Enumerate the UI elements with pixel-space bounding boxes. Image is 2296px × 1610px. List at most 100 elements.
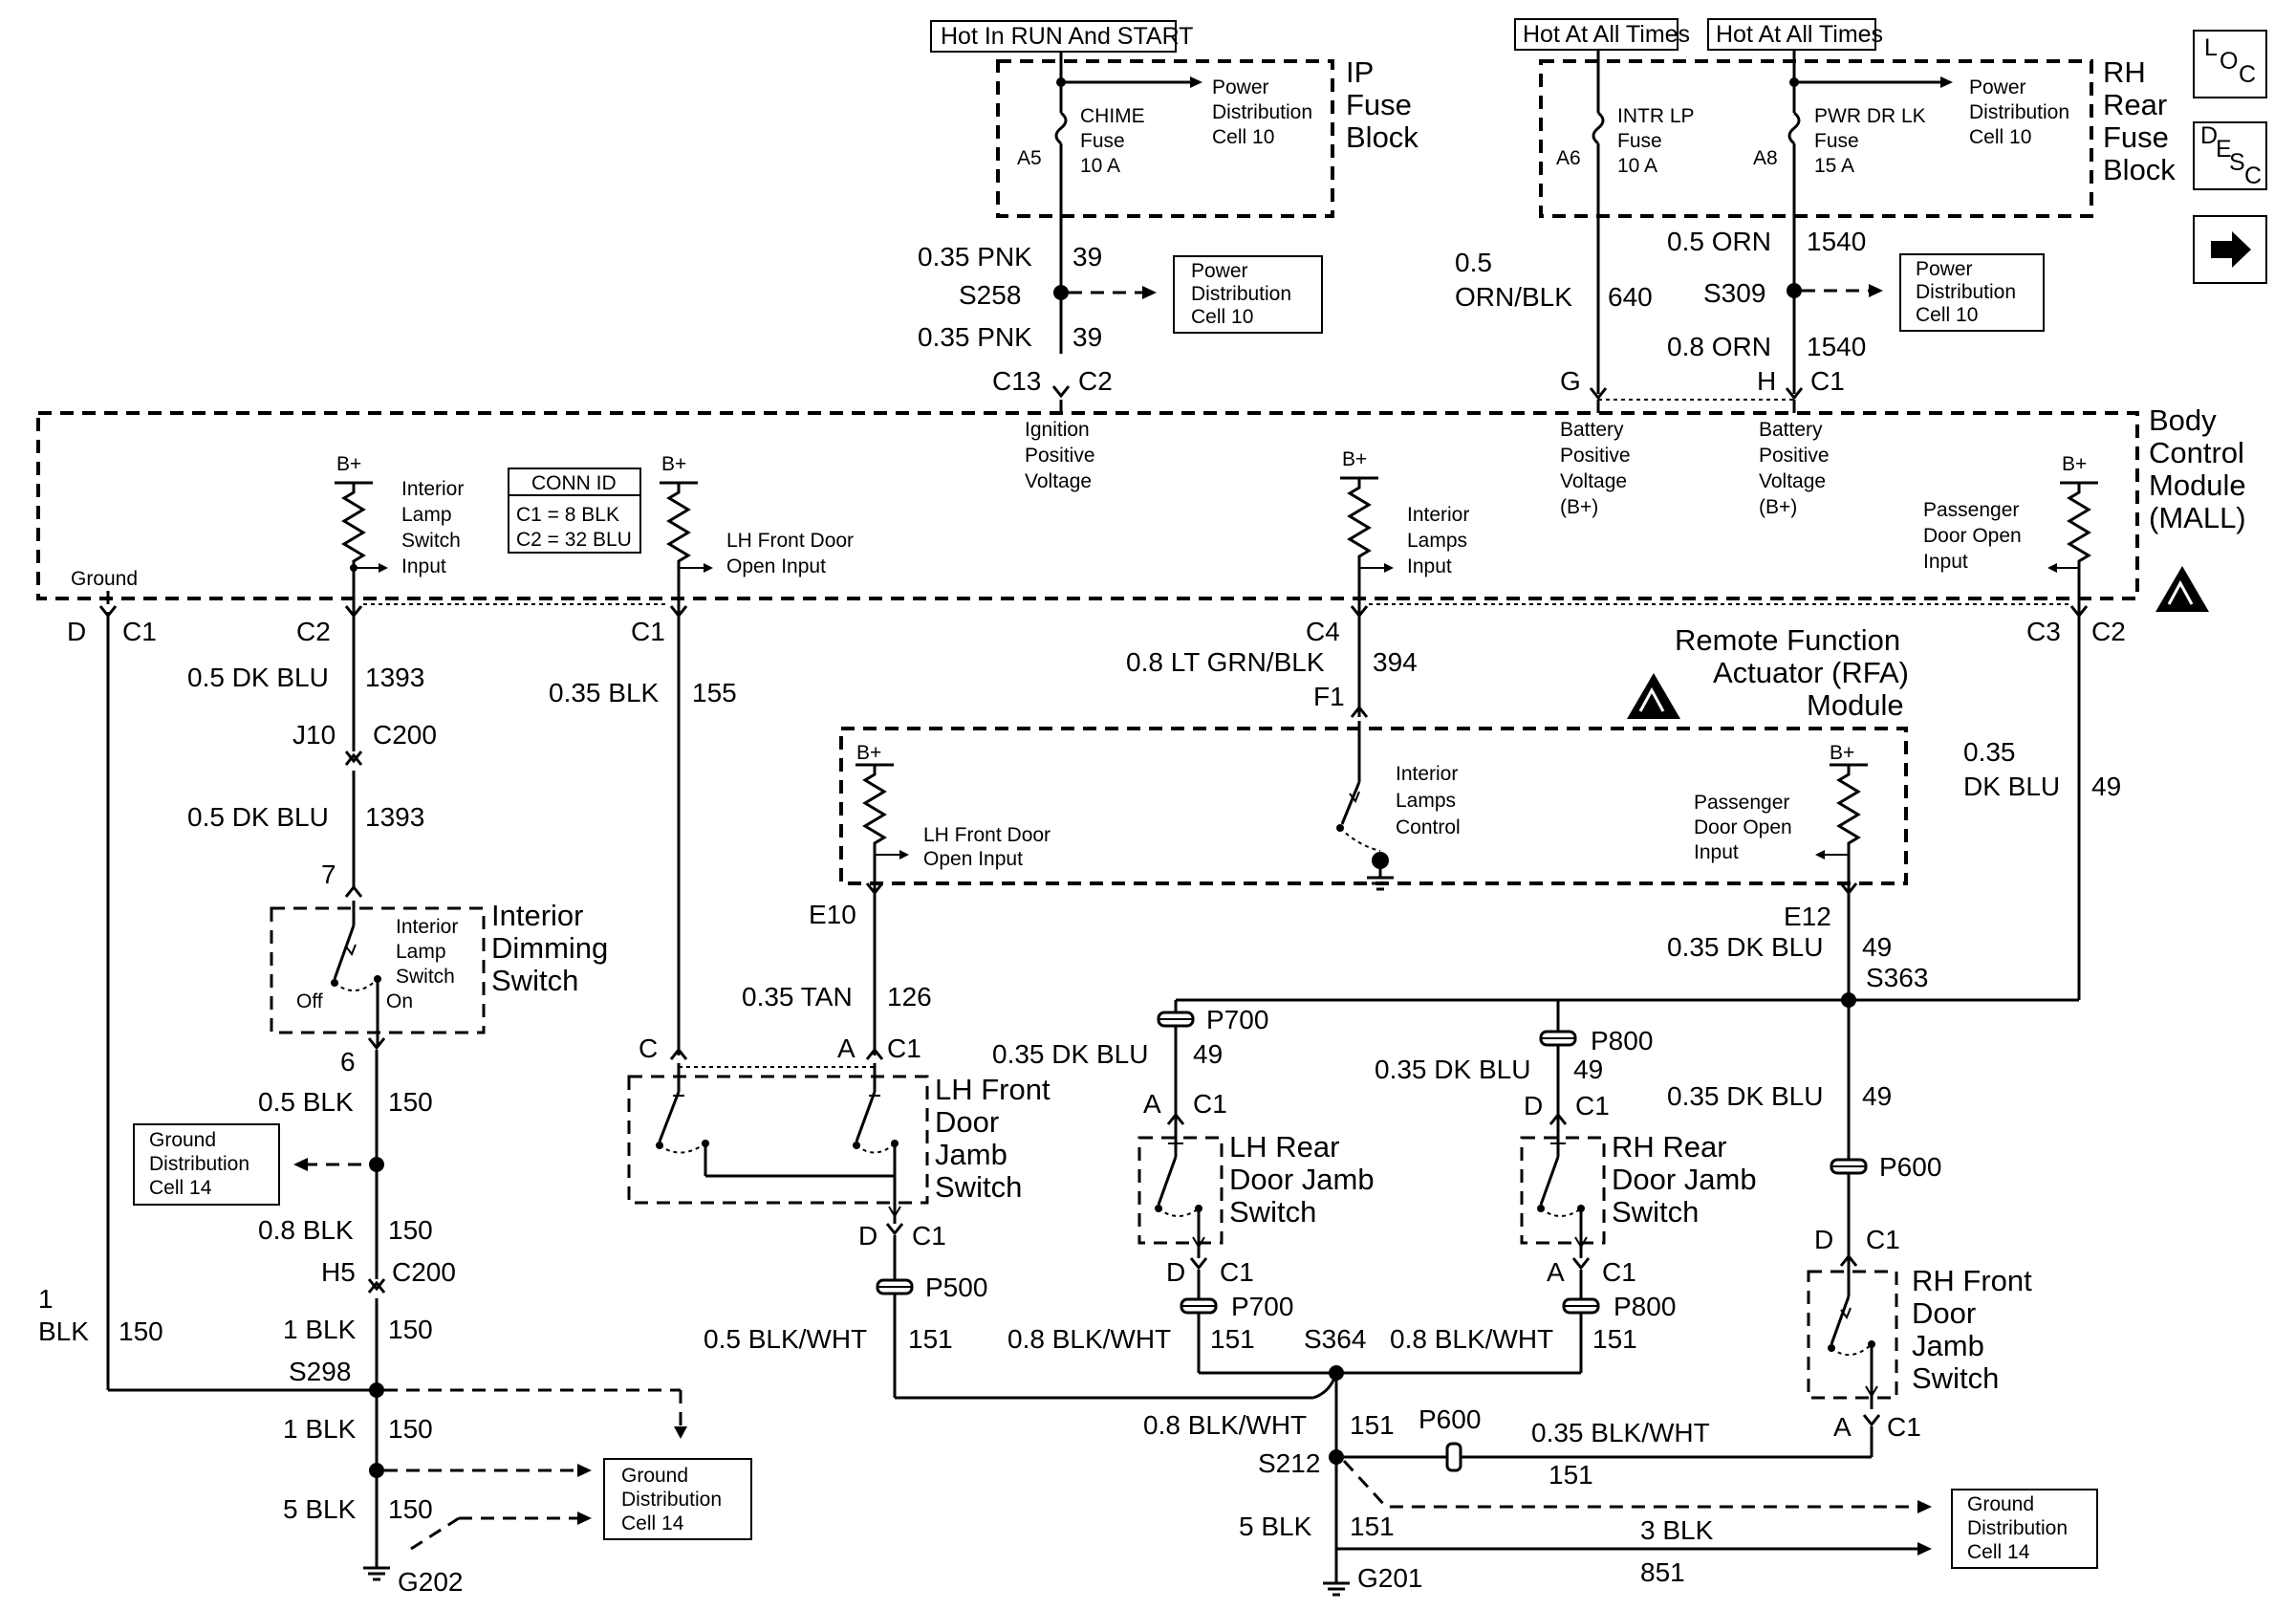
svg-text:Positive: Positive	[1759, 445, 1830, 467]
svg-text:D: D	[1524, 1091, 1543, 1120]
battery-circuit: 0.5 ORN/BLK 640 0.5 ORN 1540 S309 Power …	[1455, 227, 2045, 401]
svg-text:B+: B+	[661, 453, 686, 475]
svg-text:G202: G202	[398, 1567, 464, 1597]
svg-text:Rear: Rear	[2103, 88, 2167, 121]
svg-text:1393: 1393	[365, 663, 424, 692]
hot-all-times-label-2: Hot At All Times	[1707, 18, 1883, 51]
svg-text:P700: P700	[1231, 1292, 1293, 1321]
svg-text:P600: P600	[1879, 1152, 1941, 1182]
svg-text:0.5 BLK/WHT: 0.5 BLK/WHT	[704, 1324, 867, 1354]
svg-text:S298: S298	[289, 1357, 351, 1386]
svg-text:Lamps: Lamps	[1407, 530, 1467, 552]
svg-text:Module: Module	[1807, 688, 1904, 722]
svg-text:Interior: Interior	[396, 916, 458, 938]
rfa-module: Remote Function Actuator (RFA) Module B+…	[839, 623, 1909, 891]
svg-text:C200: C200	[373, 720, 437, 750]
svg-text:A: A	[837, 1033, 856, 1063]
svg-text:C2: C2	[2091, 617, 2126, 646]
svg-text:0.5 BLK: 0.5 BLK	[258, 1087, 354, 1117]
svg-text:A: A	[1547, 1257, 1565, 1287]
svg-text:C1: C1	[887, 1033, 921, 1063]
svg-text:Module: Module	[2149, 468, 2246, 502]
svg-text:LH Rear: LH Rear	[1229, 1130, 1339, 1164]
svg-text:Switch: Switch	[1612, 1195, 1699, 1229]
svg-text:A6: A6	[1556, 147, 1581, 169]
svg-text:Fuse: Fuse	[1617, 130, 1662, 152]
svg-text:Door Open: Door Open	[1923, 525, 2022, 547]
svg-text:Passenger: Passenger	[1694, 792, 1789, 814]
svg-text:Open Input: Open Input	[923, 848, 1023, 870]
svg-text:150: 150	[388, 1315, 433, 1344]
svg-text:Lamp: Lamp	[396, 941, 446, 963]
svg-text:5 BLK: 5 BLK	[283, 1494, 357, 1524]
svg-text:D: D	[1814, 1225, 1833, 1254]
svg-text:LH Front: LH Front	[935, 1073, 1051, 1106]
svg-text:Interior: Interior	[1396, 763, 1458, 785]
svg-text:Ground: Ground	[71, 568, 138, 590]
svg-text:Fuse: Fuse	[1346, 88, 1412, 121]
svg-text:C1: C1	[1602, 1257, 1636, 1287]
rh-rear-fuse-block: INTR LP Fuse 10 A A6 PWR DR LK Fuse 15 A…	[1539, 50, 2176, 394]
svg-text:C1: C1	[1193, 1089, 1227, 1119]
ground-g202-icon	[361, 1566, 392, 1581]
svg-text:P700: P700	[1206, 1005, 1268, 1034]
svg-text:1393: 1393	[365, 802, 424, 832]
pwr-dr-lk-fuse-icon	[1787, 111, 1801, 145]
svg-text:C1: C1	[1866, 1225, 1900, 1254]
svg-text:Distribution: Distribution	[621, 1489, 722, 1511]
next-page-button[interactable]	[2193, 215, 2267, 284]
svg-text:Switch: Switch	[396, 966, 455, 988]
svg-text:Door Jamb: Door Jamb	[1229, 1163, 1375, 1196]
desc-button[interactable]: D E S C	[2193, 121, 2267, 190]
svg-text:C13: C13	[992, 366, 1041, 396]
svg-text:1 BLK: 1 BLK	[283, 1315, 357, 1344]
svg-text:0.8 BLK/WHT: 0.8 BLK/WHT	[1390, 1324, 1553, 1354]
svg-text:126: 126	[887, 982, 932, 1012]
hot-run-start-label: Hot In RUN And START	[930, 20, 1193, 53]
body-control-module: Body Control Module (MALL) Ground B+ Int…	[36, 400, 2246, 614]
svg-text:Door: Door	[1912, 1296, 1976, 1330]
svg-text:H: H	[1757, 366, 1776, 396]
svg-text:150: 150	[119, 1316, 163, 1346]
svg-text:Door Jamb: Door Jamb	[1612, 1163, 1757, 1196]
svg-text:S212: S212	[1258, 1448, 1320, 1478]
svg-text:Jamb: Jamb	[935, 1138, 1007, 1171]
svg-text:150: 150	[388, 1494, 433, 1524]
arrow-right-icon	[2211, 231, 2251, 268]
svg-text:0.5 DK BLU: 0.5 DK BLU	[187, 663, 329, 692]
svg-text:Hot At All Times: Hot At All Times	[1716, 21, 1883, 48]
svg-text:RH Front: RH Front	[1912, 1264, 2032, 1297]
svg-text:Cell 10: Cell 10	[1212, 126, 1274, 148]
svg-text:Cell 14: Cell 14	[149, 1177, 212, 1199]
loc-button[interactable]: L O C	[2193, 30, 2267, 98]
svg-text:1540: 1540	[1807, 332, 1866, 361]
svg-text:E: E	[2216, 136, 2232, 163]
svg-text:B+: B+	[1342, 448, 1367, 470]
svg-text:151: 151	[1350, 1410, 1395, 1440]
svg-text:Distribution: Distribution	[1969, 101, 2069, 123]
svg-text:C1: C1	[122, 617, 157, 646]
svg-text:Switch: Switch	[935, 1170, 1022, 1204]
svg-text:A: A	[1143, 1089, 1161, 1119]
svg-text:S258: S258	[959, 280, 1021, 310]
svg-text:Voltage: Voltage	[1560, 470, 1627, 492]
svg-text:Hot At All Times: Hot At All Times	[1523, 21, 1690, 48]
svg-text:PWR DR LK: PWR DR LK	[1814, 105, 1926, 127]
svg-text:Input: Input	[1694, 841, 1739, 863]
svg-text:J10: J10	[292, 720, 336, 750]
svg-text:LH Front Door: LH Front Door	[923, 824, 1051, 846]
svg-text:P500: P500	[925, 1273, 987, 1302]
svg-text:P600: P600	[1419, 1404, 1481, 1434]
svg-text:Ground: Ground	[1967, 1493, 2034, 1515]
lh-rear-door-jamb-switch: LH Rear Door Jamb Switch	[1137, 1128, 1375, 1258]
svg-text:49: 49	[1862, 932, 1892, 962]
svg-text:Interior: Interior	[1407, 504, 1469, 526]
svg-text:RH Rear: RH Rear	[1612, 1130, 1727, 1164]
svg-text:Door Open: Door Open	[1694, 816, 1792, 838]
svg-text:Battery: Battery	[1759, 419, 1823, 441]
esd-warning-icon-rfa	[1625, 671, 1682, 721]
svg-text:(MALL): (MALL)	[2149, 501, 2246, 534]
svg-text:Switch: Switch	[1229, 1195, 1316, 1229]
svg-text:394: 394	[1373, 647, 1418, 677]
